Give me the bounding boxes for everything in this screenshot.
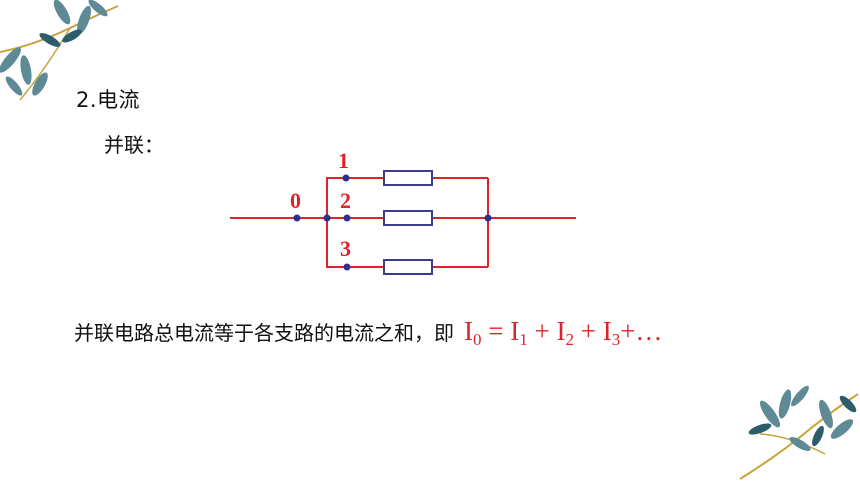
resistor-3 xyxy=(383,259,433,275)
node-label-2: 2 xyxy=(340,188,351,213)
conclusion-text: 并联电路总电流等于各支路的电流之和，即 xyxy=(74,321,454,345)
leaf-decoration-bottom-right-icon xyxy=(739,385,859,480)
node-label-1: 1 xyxy=(338,148,349,173)
node-dot-0 xyxy=(293,214,301,222)
node-dot-right-junction xyxy=(484,214,492,222)
resistor-1 xyxy=(383,170,433,186)
conclusion-line: 并联电路总电流等于各支路的电流之和，即 I0 = I1 + I2 + I3+… xyxy=(74,316,662,350)
parallel-label: 并联： xyxy=(104,133,164,157)
leaf-decoration-top-left-icon xyxy=(0,0,119,101)
node-dot-3 xyxy=(343,263,351,271)
parallel-circuit-diagram: 0 1 2 3 xyxy=(230,148,576,275)
node-dot-2 xyxy=(343,214,351,222)
node-label-0: 0 xyxy=(290,188,301,213)
node-label-3: 3 xyxy=(340,236,351,261)
node-dot-1 xyxy=(342,174,350,182)
current-formula: I0 = I1 + I2 + I3+… xyxy=(464,316,663,349)
resistor-2 xyxy=(383,210,433,226)
node-dot-junction xyxy=(323,214,331,222)
section-heading: 2.电流 xyxy=(76,88,141,112)
